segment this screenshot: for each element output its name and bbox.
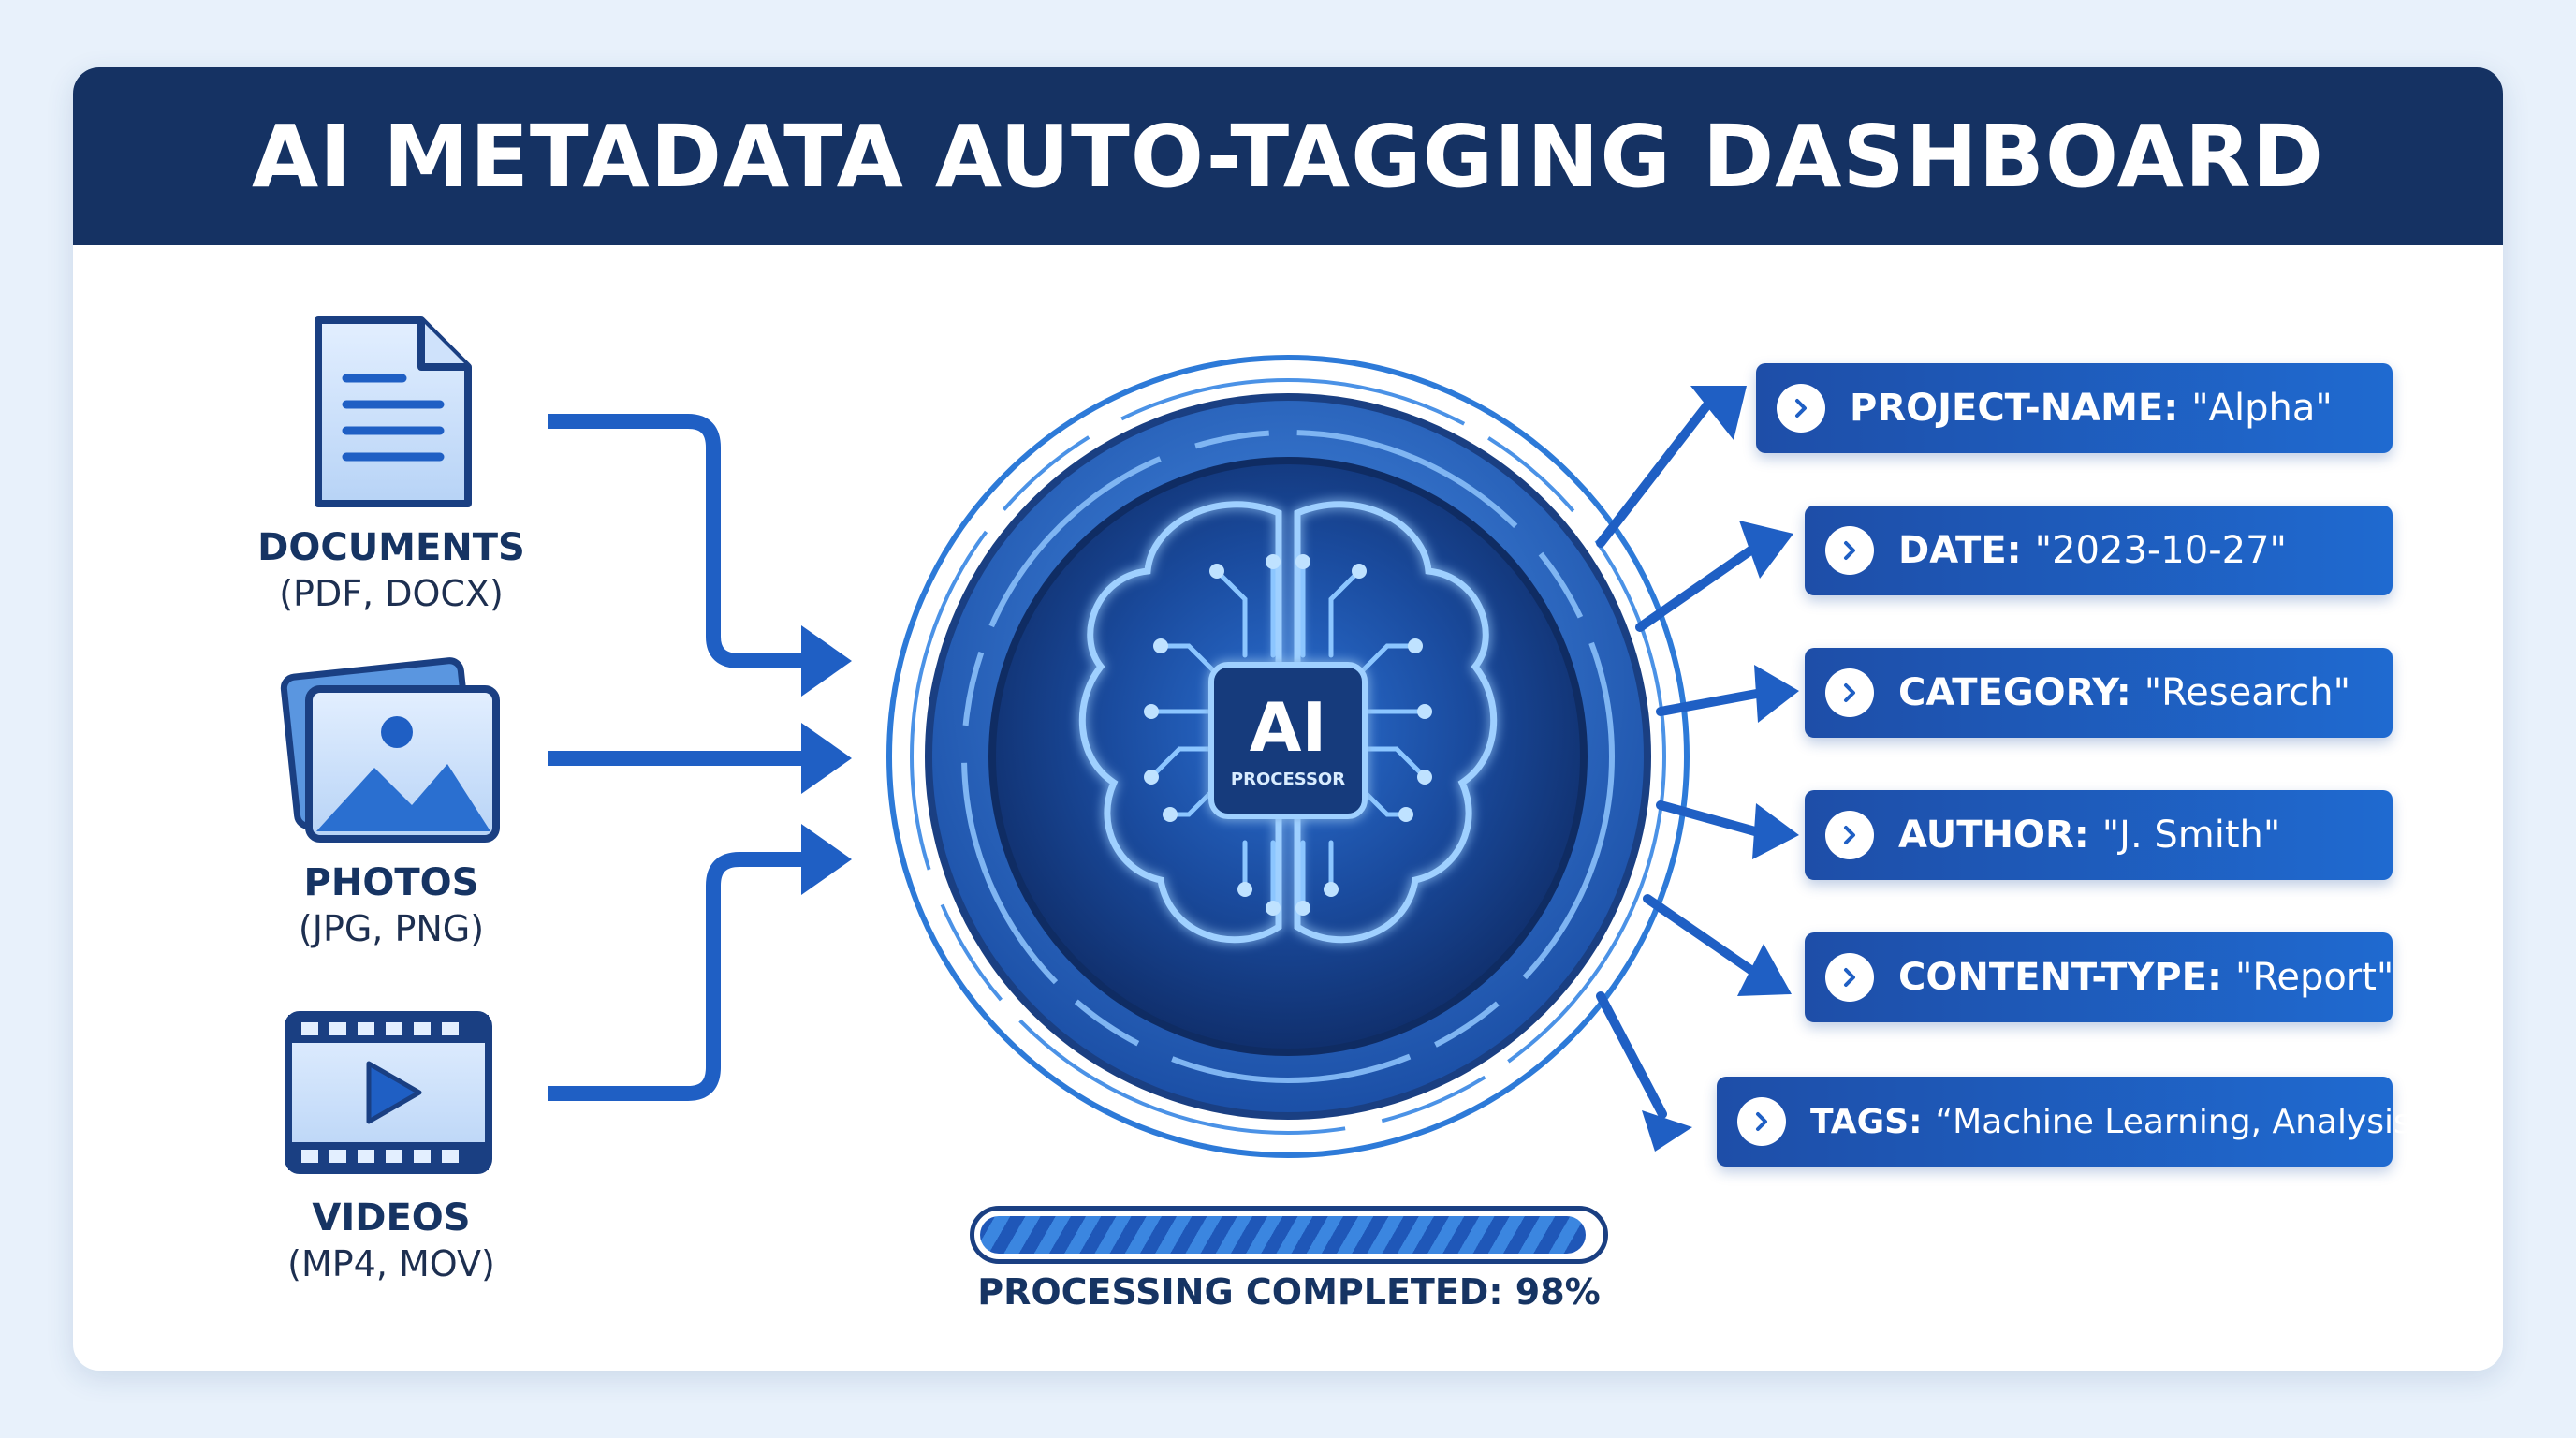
input-photos-title: PHOTOS	[303, 861, 479, 904]
input-documents-subtitle: (PDF, DOCX)	[279, 573, 504, 614]
ai-processor: AI PROCESSOR	[886, 355, 1690, 1158]
arrowhead-documents	[801, 625, 852, 697]
tag-key: CONTENT-TYPE:	[1898, 956, 2222, 999]
video-icon	[285, 1011, 492, 1174]
chevron-right-icon	[1825, 811, 1874, 859]
input-photos-subtitle: (JPG, PNG)	[298, 908, 485, 949]
header-bar: AI METADATA AUTO-TAGGING DASHBOARD	[73, 67, 2503, 245]
tag-tags[interactable]: TAGS: “Machine Learning, Analysis”	[1717, 1077, 2428, 1167]
brain-circuit-icon	[1078, 501, 1498, 944]
tag-key: DATE:	[1898, 529, 2022, 572]
tag-date[interactable]: DATE: "2023-10-27"	[1805, 506, 2393, 595]
chevron-right-icon	[1777, 384, 1825, 433]
input-documents: DOCUMENTS (PDF, DOCX)	[223, 524, 560, 616]
input-arrows	[548, 414, 805, 1101]
processor-subtitle: PROCESSOR	[1231, 770, 1345, 789]
arrow-documents	[548, 414, 805, 668]
tag-key: TAGS:	[1810, 1102, 1923, 1141]
photo-icon	[280, 657, 500, 843]
processor-title: AI	[1250, 688, 1327, 767]
document-icon	[315, 316, 472, 507]
tag-category[interactable]: CATEGORY: "Research"	[1805, 648, 2393, 738]
progress-bar	[970, 1206, 1608, 1264]
tag-author[interactable]: AUTHOR: "J. Smith"	[1805, 790, 2393, 880]
arrow-out-tags	[1596, 991, 1667, 1119]
input-arrowheads	[801, 625, 852, 895]
chevron-right-icon	[1737, 1097, 1786, 1146]
arrow-videos	[548, 852, 805, 1101]
arrow-out-author	[1656, 800, 1766, 838]
chevron-right-icon	[1825, 668, 1874, 717]
tag-key: CATEGORY:	[1898, 671, 2131, 714]
tag-value: "Alpha"	[2191, 387, 2333, 430]
progress-fill	[980, 1216, 1586, 1254]
tag-content-type[interactable]: CONTENT-TYPE: "Report"	[1805, 932, 2393, 1022]
input-photos: PHOTOS (JPG, PNG)	[223, 859, 560, 951]
tag-value: "2023-10-27"	[2034, 529, 2287, 572]
input-videos-title: VIDEOS	[312, 1196, 471, 1240]
tag-value: "J. Smith"	[2101, 814, 2281, 857]
tag-value: "Report"	[2234, 956, 2394, 999]
tag-key: AUTHOR:	[1898, 814, 2089, 857]
progress-label: PROCESSING COMPLETED: 98%	[977, 1271, 1601, 1313]
chevron-right-icon	[1825, 526, 1874, 575]
page-title: AI METADATA AUTO-TAGGING DASHBOARD	[251, 106, 2325, 207]
tag-project-name[interactable]: PROJECT-NAME: "Alpha"	[1756, 363, 2393, 453]
chevron-right-icon	[1825, 953, 1874, 1002]
input-videos: VIDEOS (MP4, MOV)	[223, 1195, 560, 1286]
input-documents-title: DOCUMENTS	[257, 526, 525, 569]
arrow-out-category	[1656, 688, 1766, 716]
arrowhead-photos	[801, 723, 852, 794]
arrow-out-project	[1596, 398, 1714, 548]
arrow-out-date	[1635, 542, 1761, 632]
tag-value: “Machine Learning, Analysis”	[1935, 1102, 2429, 1141]
tag-key: PROJECT-NAME:	[1850, 387, 2179, 430]
input-videos-subtitle: (MP4, MOV)	[287, 1243, 495, 1284]
output-arrowheads	[1642, 386, 1799, 1152]
tag-value: "Research"	[2144, 671, 2351, 714]
arrowhead-videos	[801, 824, 852, 895]
arrow-out-content	[1643, 894, 1766, 982]
output-arrows	[1596, 398, 1766, 1119]
